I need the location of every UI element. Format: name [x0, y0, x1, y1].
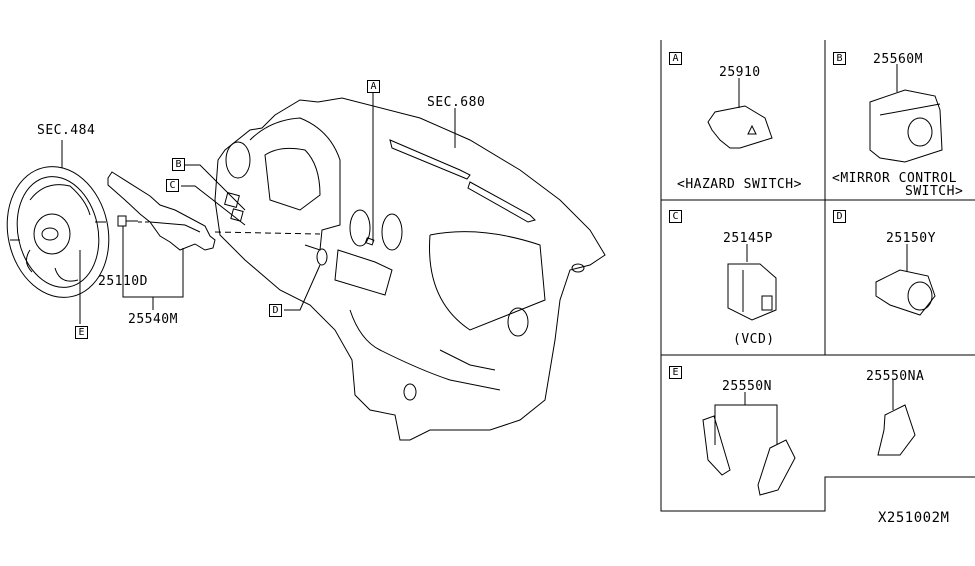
steering-wheel-drawing	[6, 140, 110, 324]
panel-d-part-number: 25150Y	[886, 231, 936, 246]
panel-e-part-number-25550n: 25550N	[722, 379, 772, 394]
steering-switch-drawing	[702, 380, 916, 496]
callout-sec-680: SEC.680	[427, 95, 486, 110]
hazard-switch-drawing	[707, 78, 773, 149]
callout-sec-484: SEC.484	[37, 123, 96, 138]
detail-panel-frame	[660, 40, 975, 512]
panel-a-part-number: 25910	[719, 65, 761, 80]
diagram-code: X251002M	[878, 510, 950, 526]
panel-b-caption-line1: <MIRROR CONTROL	[832, 171, 957, 186]
part-number-25110d: 25110D	[98, 274, 148, 289]
ref-box-b: B	[172, 158, 185, 171]
panel-d-ref-box: D	[833, 210, 846, 223]
power-socket-drawing	[875, 244, 936, 316]
panel-c-part-number: 25145P	[723, 231, 773, 246]
panel-b-part-number: 25560M	[873, 52, 923, 67]
ref-box-e: E	[75, 326, 88, 339]
panel-b-ref-box: B	[833, 52, 846, 65]
panel-e-ref-box: E	[669, 366, 682, 379]
vcd-switch-drawing	[727, 244, 777, 321]
part-number-25540m: 25540M	[128, 312, 178, 327]
ref-box-d: D	[269, 304, 282, 317]
panel-a-ref-box: A	[669, 52, 682, 65]
instrument-panel-drawing	[181, 92, 606, 441]
ref-box-a: A	[367, 80, 380, 93]
mirror-control-switch-drawing	[869, 64, 943, 163]
panel-b-caption-line2: SWITCH>	[905, 184, 964, 199]
ref-box-c: C	[166, 179, 179, 192]
panel-c-ref-box: C	[669, 210, 682, 223]
panel-e-part-number-25550na: 25550NA	[866, 369, 925, 384]
panel-c-caption: (VCD)	[733, 332, 775, 347]
panel-a-caption: <HAZARD SWITCH>	[677, 177, 802, 192]
combination-switch-drawing	[107, 171, 321, 310]
